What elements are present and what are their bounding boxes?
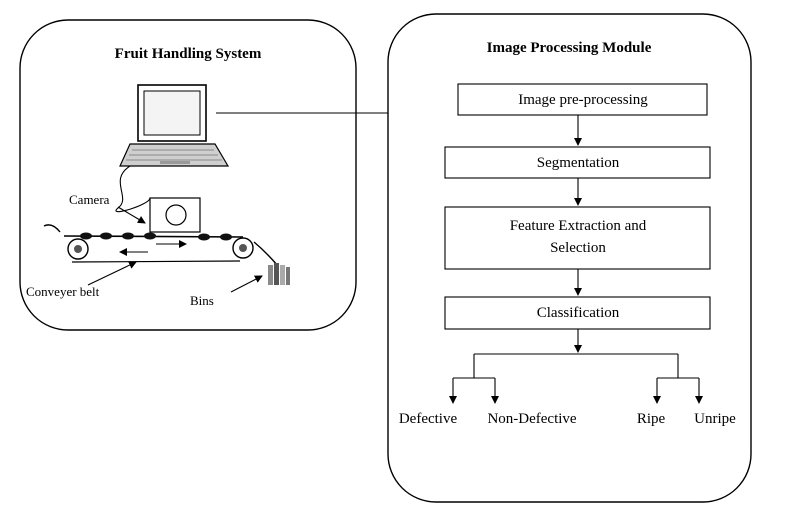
classification-label: Classification [537,305,620,321]
bins-label: Bins [190,293,214,308]
bins-pointer-arrow [230,275,263,293]
camera-cable [115,165,151,213]
feature-extraction-box [444,206,711,270]
camera-label: Camera [69,192,110,207]
output-unripe: Unripe [694,411,736,427]
belt-pointer-arrow [87,261,137,286]
fruit-handling-panel [19,19,357,331]
output-defective: Defective [399,411,458,427]
feature-extraction-label-line1: Feature Extraction and [510,218,647,234]
conveyer-belt-icon [43,224,279,267]
computer-icon [119,84,230,167]
fruit-handling-title: Fruit Handling System [115,46,262,62]
camera-pointer-arrow [117,206,146,224]
preprocessing-box [457,83,708,116]
feature-extraction-label-line2: Selection [550,240,606,256]
output-non-defective: Non-Defective [487,411,576,427]
image-processing-title: Image Processing Module [487,40,652,56]
classification-branch-lines [453,353,699,379]
camera-icon [149,197,201,233]
conveyer-belt-label: Conveyer belt [26,284,100,299]
segmentation-box [444,146,711,179]
preprocessing-label: Image pre-processing [518,92,648,108]
output-ripe: Ripe [637,411,666,427]
segmentation-label: Segmentation [537,155,620,171]
bins-icon [268,263,290,285]
